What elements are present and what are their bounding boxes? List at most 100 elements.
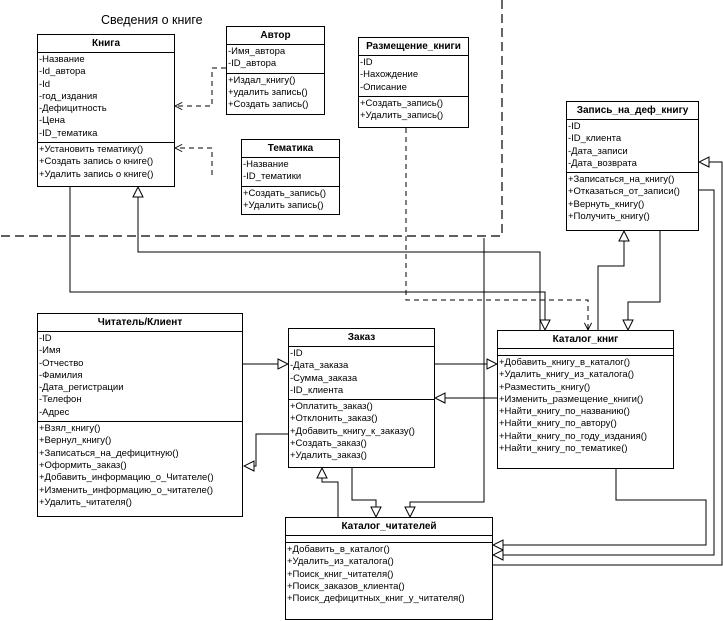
method: +Изменить_размещение_книги() bbox=[499, 393, 644, 405]
attribute: -Название bbox=[39, 54, 85, 65]
attribute: -Нахождение bbox=[360, 69, 419, 81]
method: +Изменить_информацию_о_читателе() bbox=[39, 484, 214, 496]
attribute: -ID_клиента bbox=[290, 384, 344, 396]
generalization-zapis-katalog-chit bbox=[493, 189, 715, 555]
attribute: -Дата_записи bbox=[568, 145, 628, 157]
method-section: +Добавить_в_каталог()+Удалить_из_каталог… bbox=[286, 543, 492, 607]
class-razmeshchenie[interactable]: Размещение_книги-ID-Нахождение-Описание+… bbox=[358, 37, 469, 128]
method-section: +Записаться_на_книгу()+Отказаться_от_зап… bbox=[567, 173, 698, 225]
method: +Отклонить_заказ() bbox=[290, 413, 378, 425]
class-name: Заказ bbox=[289, 329, 434, 347]
method: +Оплатить_заказ() bbox=[290, 401, 373, 413]
method: +Установить тематику() bbox=[39, 144, 144, 156]
method: +Взял_книгу() bbox=[39, 423, 101, 435]
method: +Создать запись() bbox=[228, 99, 309, 111]
method: +Разместить_книгу() bbox=[499, 381, 591, 393]
method: +Найти_книгу_по_тематике() bbox=[499, 443, 628, 455]
method: +Найти_книгу_по_названию() bbox=[499, 406, 630, 418]
generalization-kniga-katalog-chit bbox=[410, 238, 485, 517]
method-section: +Добавить_книгу_в_каталог()+Удалить_книг… bbox=[498, 356, 673, 457]
class-kniga[interactable]: Книга-Название-Id_автора-Id-год_издания-… bbox=[37, 34, 175, 187]
method: +Записаться_на_дефицитную() bbox=[39, 447, 179, 459]
generalization-katalog-zapis bbox=[597, 231, 624, 330]
attribute: -год_издания bbox=[39, 90, 98, 102]
attribute: -Имя_автора bbox=[228, 46, 286, 57]
attribute-section: -Имя_автора-ID_автора bbox=[227, 45, 324, 74]
class-zakaz[interactable]: Заказ-ID-Дата_заказа-Сумма_заказа-ID_кли… bbox=[288, 328, 435, 468]
attribute: -Дата_заказа bbox=[290, 360, 349, 372]
class-chitatel[interactable]: Читатель/Клиент-ID-Имя-Отчество-Фамилия-… bbox=[37, 313, 243, 517]
method: +Оформить_заказ() bbox=[39, 459, 127, 471]
attribute-section: -ID-Дата_заказа-Сумма_заказа-ID_клиента bbox=[289, 347, 434, 401]
method: +Создать_заказ() bbox=[290, 438, 367, 450]
attribute: -ID bbox=[290, 348, 303, 359]
method: +Удалить_читателя() bbox=[39, 496, 132, 508]
method: +Создать запись о книге() bbox=[39, 156, 154, 168]
method: +Удалить_запись() bbox=[360, 110, 444, 122]
method: +Найти_книгу_по_году_издания() bbox=[499, 430, 648, 442]
class-katalog-chit[interactable]: Каталог_читателей +Добавить_в_каталог()+У… bbox=[285, 517, 493, 620]
attribute-section: -ID-Имя-Отчество-Фамилия-Дата_регистраци… bbox=[38, 332, 242, 423]
attribute: -Описание bbox=[360, 81, 407, 93]
attribute: -Отчество bbox=[39, 357, 84, 369]
generalization-katalog-knig-chit bbox=[493, 469, 707, 545]
method: +Поиск_книг_читателя() bbox=[287, 568, 394, 580]
method: +Добавить_книгу_к_заказу() bbox=[290, 425, 415, 437]
method-section: +Создать_запись()+Удалить запись() bbox=[242, 187, 339, 215]
method: +Получить_книгу() bbox=[568, 211, 650, 223]
attribute-section: -Название-Id_автора-Id-год_издания-Дефиц… bbox=[38, 53, 174, 144]
attribute: -Имя bbox=[39, 345, 61, 357]
class-name: Размещение_книги bbox=[359, 38, 468, 56]
attribute: -ID_клиента bbox=[568, 133, 622, 145]
attribute-section bbox=[498, 349, 673, 356]
class-name: Запись_на_деф_книгу bbox=[567, 102, 698, 120]
method: +Удалить_книгу_из_каталога() bbox=[499, 369, 635, 381]
generalization-zapis-katalog bbox=[628, 231, 661, 330]
method-section: +Создать_запись()+Удалить_запись() bbox=[359, 97, 468, 125]
method: +Удалить запись о книге() bbox=[39, 168, 154, 180]
attribute: -ID bbox=[39, 333, 52, 344]
method-section: +Установить тематику()+Создать запись о … bbox=[38, 143, 174, 183]
attribute: -ID bbox=[360, 57, 373, 68]
attribute-section bbox=[286, 536, 492, 543]
attribute: -Сумма_заказа bbox=[290, 372, 358, 384]
dependency-razmeshchenie-katalog bbox=[405, 128, 588, 330]
attribute: -Дата_регистрации bbox=[39, 382, 124, 394]
method: +Добавить_книгу_в_каталог() bbox=[499, 357, 631, 368]
method: +Найти_книгу_по_автору() bbox=[499, 418, 617, 430]
method: +Издал_книгу() bbox=[228, 74, 296, 86]
attribute: -Id bbox=[39, 78, 51, 90]
attribute-section: -Название-ID_тематики bbox=[242, 158, 339, 187]
method: +Поиск_дефицитных_книг_у_читателя() bbox=[287, 593, 465, 605]
class-zapis-def[interactable]: Запись_на_деф_книгу-ID-ID_клиента-Дата_з… bbox=[566, 101, 699, 231]
attribute: -Адрес bbox=[39, 406, 70, 418]
generalization-zakaz-katalog-chit bbox=[351, 468, 376, 517]
class-name: Каталог_читателей bbox=[286, 518, 492, 536]
class-name: Читатель/Клиент bbox=[38, 314, 242, 332]
generalization-katalog-kniga bbox=[138, 187, 541, 330]
method: +Записаться_на_книгу() bbox=[568, 174, 675, 186]
generalization-katalog-chit-zapis bbox=[493, 162, 723, 566]
attribute: -Телефон bbox=[39, 394, 82, 406]
class-name: Тематика bbox=[242, 140, 339, 158]
attribute-section: -ID-Нахождение-Описание bbox=[359, 56, 468, 97]
class-tematika[interactable]: Тематика-Название-ID_тематики+Создать_за… bbox=[241, 139, 340, 215]
attribute: -Цена bbox=[39, 115, 66, 127]
method: +Добавить_в_каталог() bbox=[287, 544, 390, 555]
attribute: -ID bbox=[568, 121, 581, 132]
attribute: -Дефицитность bbox=[39, 103, 107, 115]
class-avtor[interactable]: Автор-Имя_автора-ID_автора+Издал_книгу()… bbox=[226, 26, 325, 115]
class-katalog-knig[interactable]: Каталог_книг+Добавить_книгу_в_каталог()+… bbox=[497, 330, 674, 469]
class-name: Каталог_книг bbox=[498, 331, 673, 349]
package-boundary bbox=[0, 0, 503, 237]
method-section: +Взял_книгу()+Вернул_книгу()+Записаться_… bbox=[38, 422, 242, 511]
attribute: -ID_тематика bbox=[39, 127, 98, 139]
method: +Вернул_книгу() bbox=[39, 435, 112, 447]
attribute: -Дата_возврата bbox=[568, 157, 637, 169]
attribute: -Id_автора bbox=[39, 66, 86, 78]
class-name: Книга bbox=[38, 35, 174, 53]
attribute: -Название bbox=[243, 159, 289, 170]
method: +Добавить_информацию_о_Читателе() bbox=[39, 472, 214, 484]
method-section: +Издал_книгу()+удалить запись()+Создать … bbox=[227, 74, 324, 114]
